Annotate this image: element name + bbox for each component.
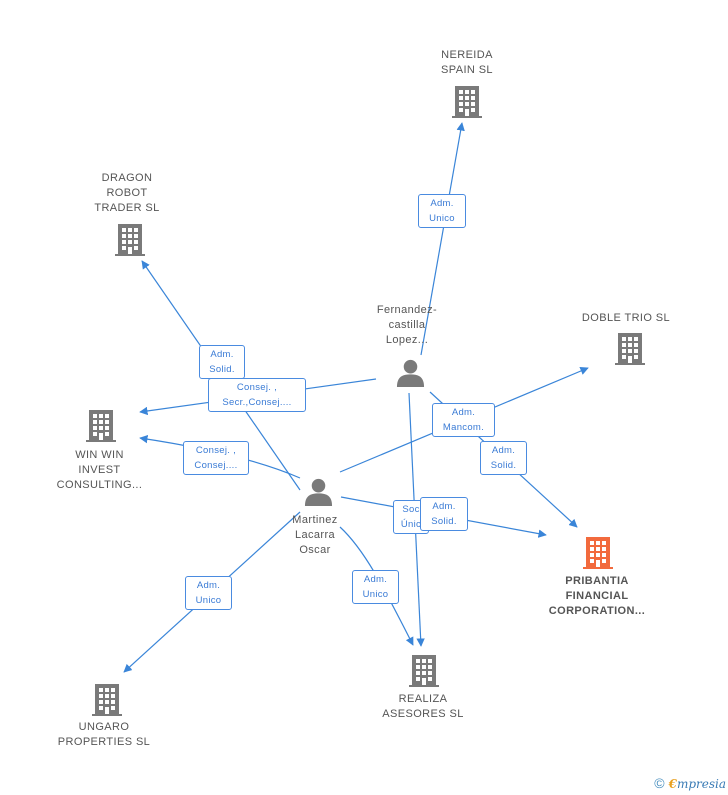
doble-building-icon[interactable] <box>615 333 645 365</box>
edge-label-fernandez-nereida: Adm. Unico <box>418 194 466 228</box>
brand-name: mpresia <box>676 777 726 791</box>
node-label-realiza[interactable]: REALIZA ASESORES SL <box>382 693 464 720</box>
fernandez-person-icon[interactable] <box>396 359 425 387</box>
edge-label-fernandez-winwin: Consej. , Secr.,Consej.... <box>208 378 306 412</box>
edge-label-fernandez-pribantia: Adm. Solid. <box>480 441 527 475</box>
node-label-nereida[interactable]: NEREIDA SPAIN SL <box>441 49 493 76</box>
nereida-building-icon[interactable] <box>452 86 482 118</box>
node-label-winwin[interactable]: WIN WIN INVEST CONSULTING... <box>56 449 143 491</box>
node-label-pribantia[interactable]: PRIBANTIA FINANCIAL CORPORATION... <box>548 575 646 617</box>
node-label-fernandez[interactable]: Fernandez- castilla Lopez... <box>376 304 438 346</box>
footer-brand: ©€mpresia <box>654 775 726 791</box>
martinez-person-icon[interactable] <box>304 478 333 506</box>
node-label-ungaro[interactable]: UNGARO PROPERTIES SL <box>57 721 151 748</box>
node-label-dragon[interactable]: DRAGON ROBOT TRADER SL <box>94 172 160 214</box>
edge-fernandez-nereida <box>420 122 465 356</box>
edge-label-fernandez-doble: Adm. Mancom. <box>432 403 495 437</box>
brand-logo-icon: € <box>668 777 677 791</box>
node-label-martinez[interactable]: Martinez Lacarra Oscar <box>292 514 338 556</box>
dragon-building-icon[interactable] <box>115 224 145 256</box>
edge-label-martinez-winwin: Consej. , Consej.... <box>183 441 249 475</box>
edge-label-martinez-dragon: Adm. Solid. <box>199 345 245 379</box>
copyright-symbol: © <box>654 775 665 791</box>
pribantia-building-icon[interactable] <box>583 537 613 569</box>
edge-label-martinez-ungaro: Adm. Unico <box>185 576 232 610</box>
node-label-doble[interactable]: DOBLE TRIO SL <box>581 312 671 324</box>
winwin-building-icon[interactable] <box>86 410 116 442</box>
edge-label-martinez-pribantia: Adm. Solid. <box>420 497 468 531</box>
realiza-building-icon[interactable] <box>409 655 439 687</box>
edge-label-martinez-realiza: Adm. Unico <box>352 570 399 604</box>
ungaro-building-icon[interactable] <box>92 684 122 716</box>
